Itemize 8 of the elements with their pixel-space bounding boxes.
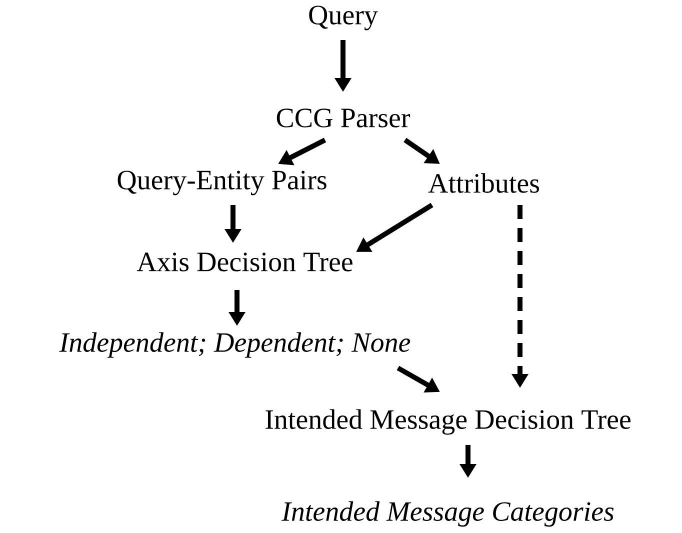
text-label: Intended Message Decision Tree <box>266 409 630 435</box>
text-label: Axis Decision Tree <box>136 252 352 272</box>
text-label: Attributes <box>428 173 539 193</box>
text-label: Query <box>309 6 378 30</box>
text-label: Intended Message Categories <box>281 501 614 527</box>
text-label: Query-Entity Pairs <box>118 170 326 196</box>
text-label: Independent; Dependent; None <box>59 332 410 358</box>
text-label: CCG Parser <box>276 108 410 128</box>
